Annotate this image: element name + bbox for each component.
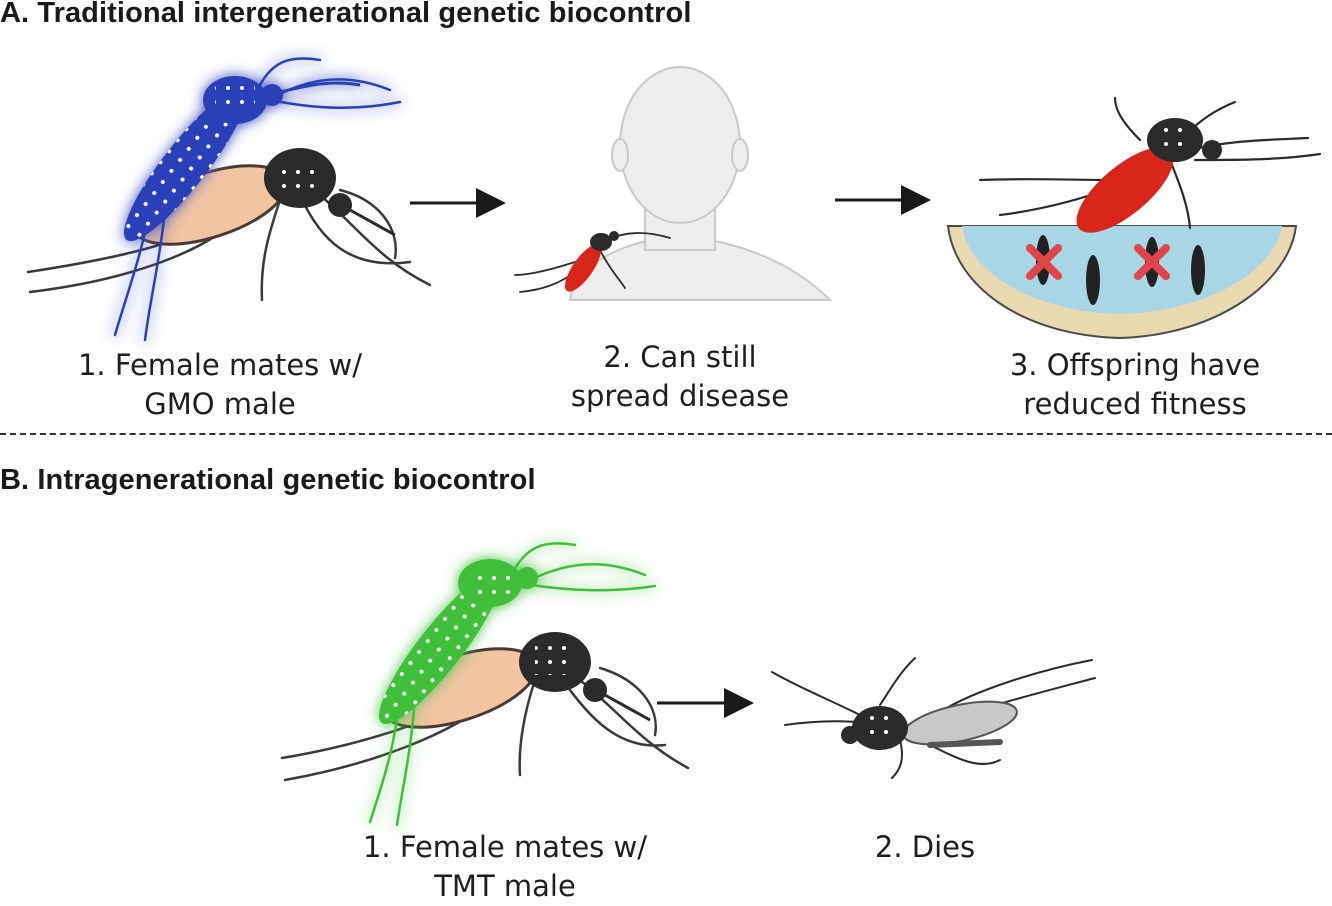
cross-mark-icon: [1026, 244, 1170, 280]
panel-a-step1-caption: 1. Female mates w/ GMO male: [60, 346, 380, 424]
water-dish-icon: [946, 225, 1298, 340]
panel-b-title: B. Intragenerational genetic biocontrol: [0, 464, 536, 496]
panel-b-step1-caption: 1. Female mates w/ TMT male: [345, 828, 665, 906]
caption-line: 1. Female mates w/: [77, 348, 362, 382]
dead-mosquito-icon: [771, 657, 1096, 779]
mating-pair-tmt-icon: [280, 542, 690, 827]
panel-a-title: A. Traditional intergenerational genetic…: [0, 0, 692, 29]
caption-line: 2. Can still: [603, 340, 757, 374]
section-divider: [0, 433, 1332, 435]
caption-line: 3. Offspring have: [1009, 348, 1261, 382]
caption-line: GMO male: [144, 387, 296, 421]
caption-line: TMT male: [434, 869, 576, 903]
caption-line: spread disease: [570, 379, 790, 413]
human-head-icon: [568, 66, 833, 301]
caption-line: reduced fitness: [1023, 387, 1247, 421]
caption-line: 1. Female mates w/: [362, 830, 647, 864]
blood-fed-female-icon: [978, 96, 1322, 233]
panel-b-step2-caption: 2. Dies: [825, 828, 1025, 867]
caption-line: 2. Dies: [874, 830, 976, 864]
panel-a-step2-caption: 2. Can still spread disease: [540, 338, 820, 416]
mating-pair-gmo-icon: [26, 57, 432, 342]
blood-fed-mosquito-icon: [514, 231, 671, 293]
panel-a-step3-caption: 3. Offspring have reduced fitness: [985, 346, 1285, 424]
